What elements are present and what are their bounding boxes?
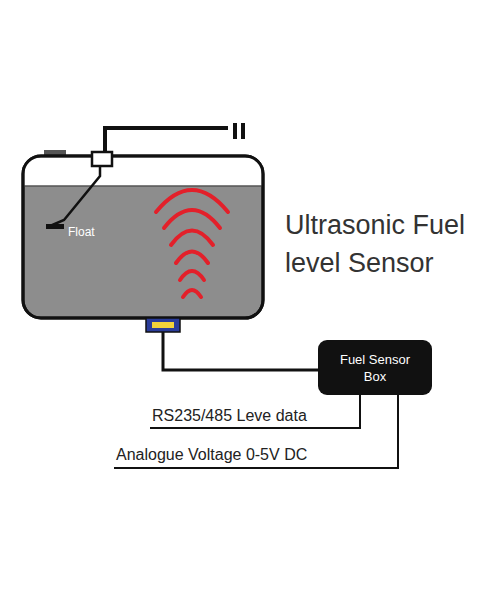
float bbox=[46, 224, 64, 229]
float-label: Float bbox=[68, 225, 95, 239]
signal-label: Analogue Voltage 0-5V DC bbox=[116, 446, 307, 464]
fuel-tank bbox=[23, 156, 263, 318]
sensor-box: Fuel Sensor Box bbox=[318, 340, 432, 395]
air-space bbox=[25, 158, 262, 187]
ultrasonic-sensor bbox=[146, 318, 180, 332]
box-label: Fuel Sensor Box bbox=[329, 351, 421, 385]
signal-label: RS235/485 Leve data bbox=[152, 407, 307, 425]
pipe-end bbox=[233, 123, 237, 139]
sensor-cable bbox=[163, 332, 320, 370]
sensor-face bbox=[152, 322, 174, 328]
rs485-wire bbox=[150, 394, 360, 428]
sender-head bbox=[92, 152, 112, 166]
analogue-wire bbox=[114, 394, 398, 468]
fuel-surface bbox=[24, 185, 262, 187]
ultrasonic-waves bbox=[156, 190, 228, 297]
float-arm bbox=[50, 166, 100, 226]
tank-outline bbox=[23, 156, 263, 318]
pipe-end bbox=[241, 123, 245, 139]
diagram-title: Ultrasonic Fuel level Sensor bbox=[285, 206, 490, 282]
sender-pipe bbox=[105, 128, 228, 153]
